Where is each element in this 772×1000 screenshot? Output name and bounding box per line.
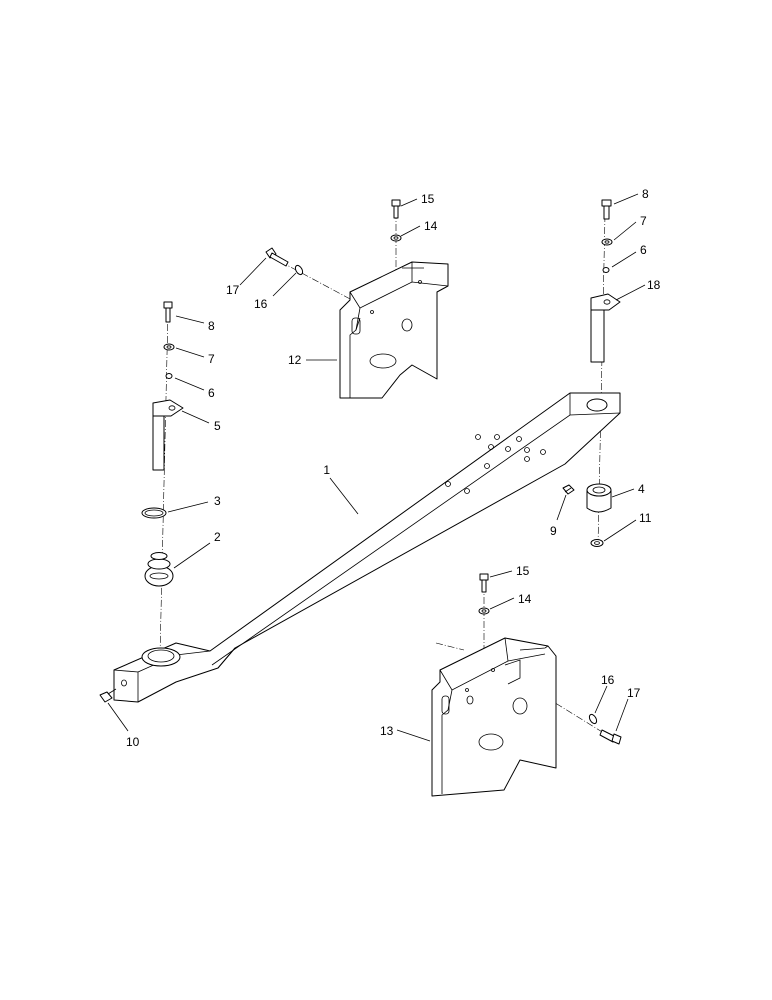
- part-8-bolt-left: [163, 301, 173, 323]
- part-11-washer-right: [590, 539, 604, 547]
- part-2-ball-bushing: [144, 552, 174, 587]
- callout-label: 16: [254, 297, 268, 311]
- callout-label: 18: [647, 278, 661, 292]
- part-17-bolt-upper: [265, 247, 289, 267]
- part-6-spacer-right: [602, 267, 610, 273]
- callout-label: 4: [638, 482, 645, 496]
- callout-label: 10: [126, 735, 140, 749]
- part-15-bolt-upper: [391, 199, 401, 219]
- callout-label: 1: [323, 463, 330, 477]
- callout-label: 6: [208, 386, 215, 400]
- leader-lines: [107, 193, 646, 742]
- part-6-spacer-left: [165, 373, 173, 379]
- part-17-bolt-lower: [599, 729, 622, 745]
- part-13-lower-bracket: [431, 637, 557, 797]
- callout-label: 15: [421, 192, 435, 206]
- part-1-lower-link: [113, 392, 621, 703]
- callout-label: 11: [639, 511, 652, 525]
- callout-label: 12: [288, 353, 302, 367]
- callout-label: 14: [518, 592, 532, 606]
- callout-label: 6: [640, 243, 647, 257]
- part-7-washer-right: [601, 238, 613, 246]
- part-14-washer-lower: [478, 607, 490, 615]
- callout-label: 16: [601, 673, 615, 687]
- part-16-washer-lower: [588, 713, 598, 725]
- callout-label: 9: [550, 524, 557, 538]
- part-4-bushing-right: [586, 483, 612, 513]
- callout-label: 8: [642, 187, 649, 201]
- part-14-washer-upper: [390, 234, 402, 242]
- part-15-bolt-lower: [479, 573, 489, 593]
- callout-label: 7: [640, 214, 647, 228]
- callout-label: 5: [214, 419, 221, 433]
- part-10-grease-fitting-left: [99, 688, 117, 703]
- callout-label: 3: [214, 494, 221, 508]
- callout-labels: 1 2 3 4 5 6 6 7 7 8 8 9 10 11 12 13 14 1…: [126, 187, 661, 749]
- callout-label: 15: [516, 564, 530, 578]
- part-16-washer-upper: [294, 264, 304, 276]
- callout-label: 2: [214, 530, 221, 544]
- callout-label: 14: [424, 219, 438, 233]
- callout-label: 17: [226, 283, 240, 297]
- callout-label: 7: [208, 352, 215, 366]
- part-12-upper-bracket: [339, 261, 449, 399]
- callout-label: 13: [380, 724, 394, 738]
- part-5-pin-left: [152, 399, 184, 471]
- part-7-washer-left: [163, 343, 175, 351]
- callout-label: 8: [208, 319, 215, 333]
- callout-label: 17: [627, 686, 641, 700]
- part-3-snap-ring: [141, 507, 167, 519]
- part-18-pin-right: [590, 293, 621, 363]
- part-8-bolt-right: [601, 199, 612, 220]
- part-9-grease-fitting-right: [562, 484, 575, 495]
